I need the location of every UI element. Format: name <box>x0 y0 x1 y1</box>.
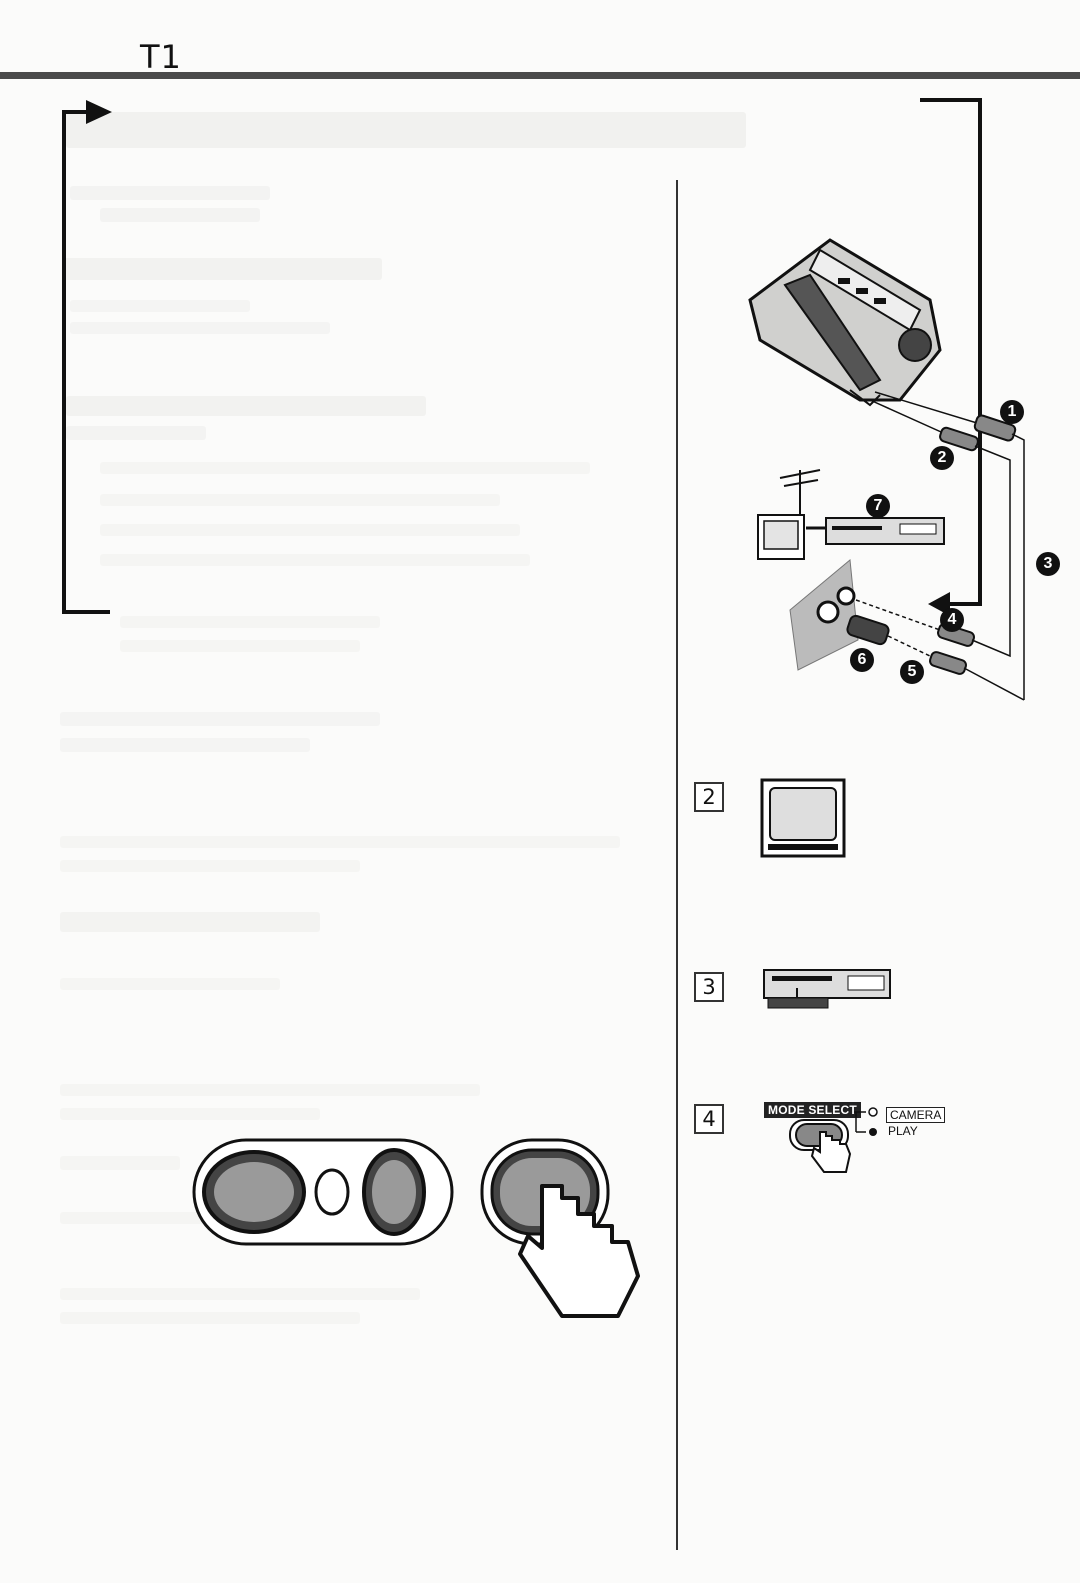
callout-number: 2 <box>930 446 954 470</box>
ghost-line <box>60 1288 420 1300</box>
callout-number: 6 <box>850 648 874 672</box>
callout-number: 5 <box>900 660 924 684</box>
callout-number: 4 <box>940 608 964 632</box>
ghost-line <box>60 1212 210 1224</box>
ghost-heading <box>66 112 746 148</box>
page-code: T1 <box>140 38 182 76</box>
play-label: PLAY <box>888 1124 918 1138</box>
vcr-icon <box>763 969 891 1009</box>
camera-label: CAMERA <box>886 1107 946 1123</box>
ghost-line <box>100 462 590 474</box>
ghost-line <box>60 1108 320 1120</box>
ghost-line <box>60 712 380 726</box>
rear-panel-icon <box>789 559 859 671</box>
column-divider <box>676 180 678 1550</box>
header-rule <box>0 72 1080 79</box>
callout-number: 7 <box>866 494 890 518</box>
ghost-line <box>70 322 330 334</box>
control-buttons-icon <box>192 1138 640 1318</box>
ghost-line <box>70 300 250 312</box>
ghost-line <box>60 836 620 848</box>
ghost-subheading <box>60 912 320 932</box>
ghost-line <box>100 208 260 222</box>
camcorder-icon <box>748 238 942 407</box>
ghost-line <box>120 640 360 652</box>
callout-number: 3 <box>1036 552 1060 576</box>
ghost-line <box>70 186 270 200</box>
ghost-subheading <box>66 396 426 416</box>
ghost-line <box>60 860 360 872</box>
ghost-line <box>100 494 500 506</box>
step-number: 4 <box>694 1104 724 1134</box>
ghost-line <box>66 426 206 440</box>
mode-select-icon <box>789 1107 878 1173</box>
ghost-line <box>60 1312 360 1324</box>
step-number: 3 <box>694 972 724 1002</box>
vcr-small-icon <box>825 517 945 545</box>
ghost-subheading <box>62 258 382 280</box>
mode-select-label: MODE SELECT <box>764 1102 861 1118</box>
ghost-line <box>60 738 310 752</box>
ghost-line <box>60 1156 180 1170</box>
ghost-line <box>60 1084 480 1096</box>
ghost-line <box>100 524 520 536</box>
tv-small-icon <box>757 514 805 560</box>
ghost-line <box>120 616 380 628</box>
tv-icon <box>760 778 846 858</box>
antenna-icon <box>779 469 821 515</box>
callout-number: 1 <box>1000 400 1024 424</box>
step-number: 2 <box>694 782 724 812</box>
ghost-line <box>100 554 530 566</box>
ghost-line <box>60 978 280 990</box>
